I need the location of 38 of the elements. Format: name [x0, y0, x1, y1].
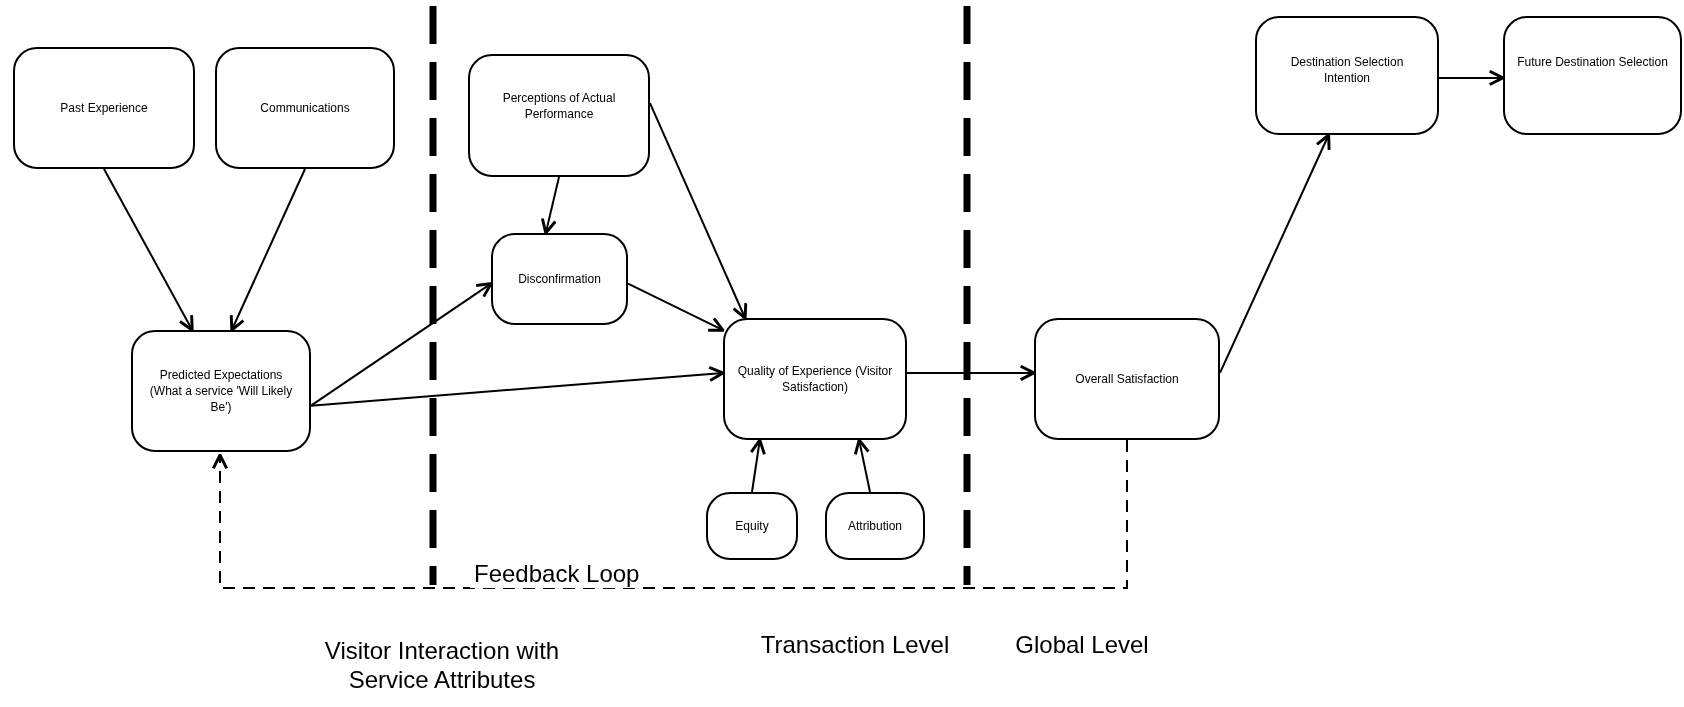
arrow: [310, 282, 493, 407]
process-box: [825, 492, 925, 560]
box-label: Disconfirmation: [518, 271, 601, 287]
process-box: [468, 54, 650, 177]
box-label: Destination Selection Intention: [1289, 54, 1405, 86]
level-label: Transaction Level: [760, 630, 950, 659]
arrow: [749, 438, 766, 493]
box-label: Equity: [735, 518, 769, 534]
level-label: Visitor Interaction with Service Attributes: [323, 636, 561, 694]
arrow: [853, 438, 871, 493]
arrow: [627, 282, 725, 332]
dashed-arrow: [211, 439, 1128, 589]
process-box: [131, 330, 311, 452]
arrow: [649, 102, 748, 320]
process-box: [1255, 16, 1439, 135]
box-label: Perceptions of Actual Performance: [501, 90, 617, 122]
level-label: Global Level: [1014, 630, 1150, 659]
process-box: [1503, 16, 1682, 135]
process-box: [723, 318, 907, 440]
process-box: [706, 492, 798, 560]
box-label: Quality of Experience (Visitor Satisfaction): [736, 363, 894, 395]
box-label: Overall Satisfaction: [1075, 371, 1179, 387]
process-box: [491, 233, 628, 325]
arrow: [229, 168, 306, 332]
arrow: [1438, 69, 1505, 86]
arrow: [103, 168, 194, 332]
arrow: [906, 364, 1036, 382]
box-label: Predicted Expectations (What a service 'Will Likely Be'): [148, 367, 294, 415]
arrow: [540, 176, 560, 235]
arrow: [310, 365, 725, 407]
process-box: [215, 47, 395, 169]
box-label: Future Destination Selection: [1517, 54, 1668, 70]
process-box: [13, 47, 195, 169]
arrow: [1219, 133, 1331, 374]
box-label: Attribution: [848, 518, 902, 534]
box-label: Past Experience: [60, 100, 148, 116]
box-label: Communications: [260, 100, 350, 116]
process-box: [1034, 318, 1220, 440]
